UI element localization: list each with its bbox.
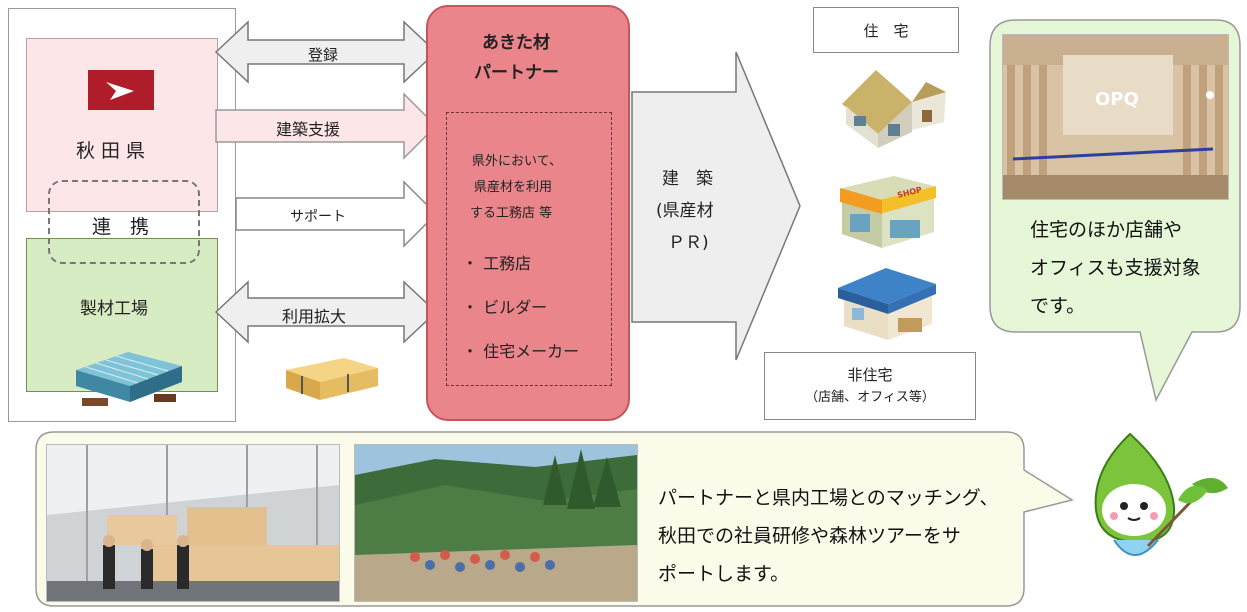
office-building-icon [838,268,936,340]
shop-icon: SHOP [840,176,936,248]
bottom-callout-line1: パートナーと県内工場とのマッチング、 [658,487,999,509]
partner-detail-box [446,112,612,386]
construction-line3: ＰＲ) [668,233,709,253]
partner-item-house-maker: ・ 住宅メーカー [462,342,580,361]
non-housing-example: （店舗、オフィス等） [805,390,935,405]
prefecture-label: 秋田県 [76,140,152,162]
partner-title-line2: パートナー [474,63,559,83]
housing-label: 住 宅 [863,21,909,40]
partner-item-builder-firm: ・ 工務店 [462,254,532,273]
support-arrow [235,180,438,248]
construction-line2: (県産材 [656,201,714,221]
sawmill-building-icon [76,352,182,406]
partner-desc-line2: 県産材を利用 [474,180,553,195]
housing-label-box: 住 宅 [813,7,959,53]
right-callout-line3: です。 [1030,295,1086,317]
support-label: サポート [290,209,346,225]
lumber-warehouse-photo [46,444,340,602]
partner-box [426,5,630,421]
bottom-callout-line2: 秋田での社員研修や森林ツアーをサ [658,525,961,547]
bottom-callout-line3: ポートします。 [658,563,790,585]
construction-line1: 建 築 [662,169,713,189]
sawmill-label: 製材工場 [80,299,148,319]
lumber-stack-icon [286,358,378,400]
office-sign-text: OPQ [1095,89,1139,110]
building-support-arrow [215,92,438,160]
right-callout-line1: 住宅のほか店舗や [1030,219,1183,241]
forest-tour-photo [354,444,638,602]
expand-use-label: 利用拡大 [282,307,347,326]
office-interior-photo: OPQ [1002,34,1229,200]
partner-item-builder: ・ ビルダー [462,298,548,317]
construction-arrow [631,51,801,361]
non-housing-label-box: 非住宅 （店舗、オフィス等） [764,352,976,420]
partner-desc-line3: する工務店 等 [470,206,553,221]
cooperation-box [48,180,200,264]
building-support-label: 建築支援 [276,120,341,139]
right-callout-line2: オフィスも支援対象 [1030,257,1201,279]
register-label: 登録 [308,46,339,64]
house-icon [842,70,946,148]
partner-title-line1: あきた材 [482,33,550,53]
partner-desc-line1: 県外において、 [472,154,562,169]
non-housing-label: 非住宅 [847,366,893,384]
prefecture-logo-icon [88,70,154,110]
leaf-mascot-icon [1094,432,1228,556]
cooperation-label: 連 携 [92,216,150,238]
